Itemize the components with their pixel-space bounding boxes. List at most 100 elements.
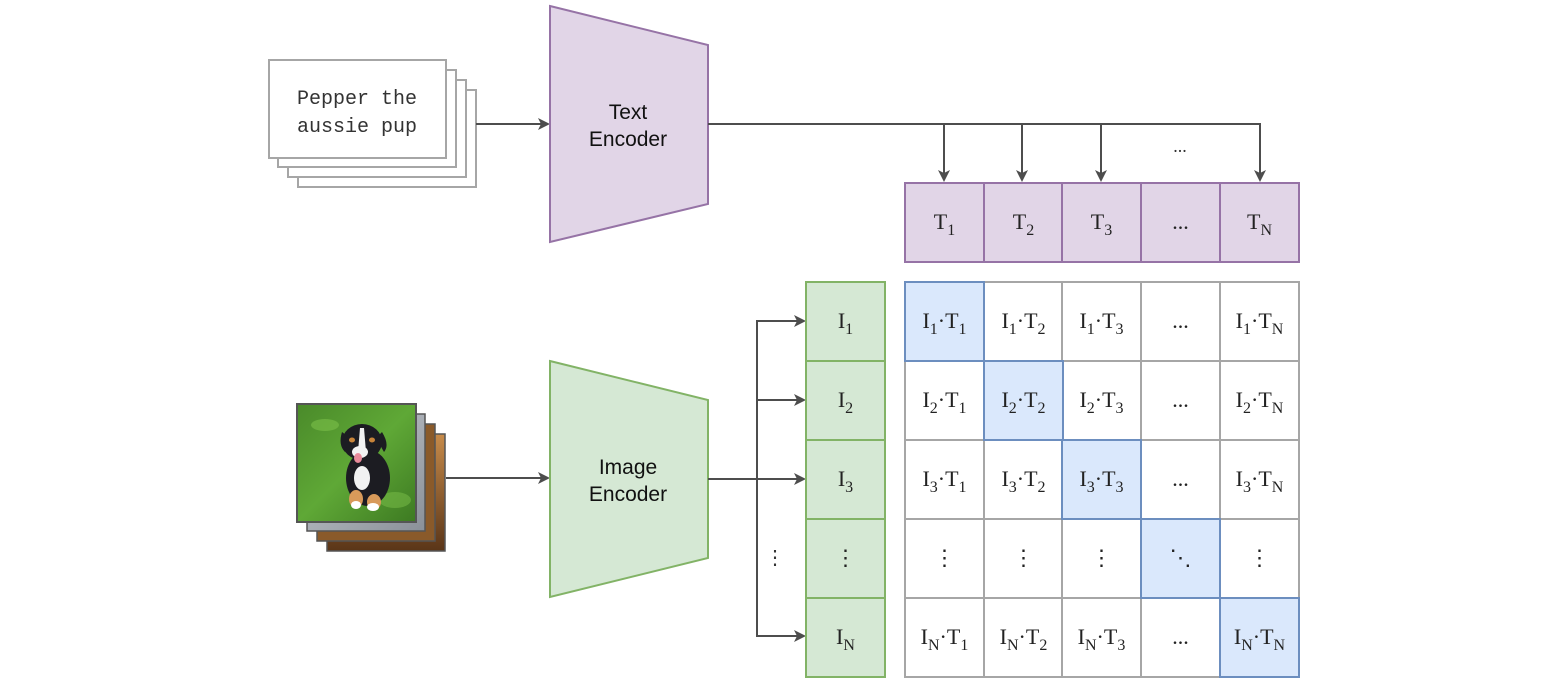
text-embedding-label: T1 (934, 209, 955, 239)
text-embedding-arrows: ... (708, 123, 1266, 182)
image-embedding-label: IN (836, 624, 855, 654)
caption-line-1: Pepper the (297, 88, 417, 111)
matrix-cell-bg (983, 360, 1064, 441)
text-embedding-cell: TN (1219, 182, 1300, 263)
text-embedding-label-base: T (1247, 209, 1261, 234)
image-embedding-label: I2 (838, 387, 853, 417)
arrow-to-TN (708, 123, 1266, 182)
matrix-cell-bg (983, 597, 1064, 678)
text-embedding-cell-bg (1061, 182, 1142, 263)
matrix-cell-label: ⋱ (1170, 545, 1192, 570)
text-embedding-label-base: T (1013, 209, 1027, 234)
image-embedding-arrows: ⋮ (708, 315, 806, 642)
matrix-cell-label: I3·TN (1236, 466, 1284, 496)
matrix-cell-label: I3·T2 (1001, 466, 1045, 496)
matrix-cell: I1·T2 (983, 281, 1064, 362)
image-encoder-label-1: Image (599, 456, 657, 479)
image-embedding-label: I3 (838, 466, 853, 496)
image-embedding-cell-bg (805, 518, 886, 599)
matrix-cell-label: ... (1172, 308, 1189, 333)
matrix-cell-bg (983, 439, 1064, 520)
matrix-cell-label: IN·T3 (1078, 624, 1126, 654)
arrow-to-IN (756, 479, 806, 642)
arrow-to-I1 (756, 315, 806, 479)
image-embedding-cell-bg (805, 597, 886, 678)
image-embedding-cell: I2 (805, 360, 886, 441)
image-encoder-shape (549, 359, 709, 599)
matrix-cell: I3·TN (1219, 439, 1300, 520)
matrix-cell-label: I1·T1 (922, 308, 966, 338)
matrix-cell-bg (1219, 281, 1300, 362)
text-caption-stack: Pepper the aussie pup (268, 59, 477, 188)
image-embedding-label-sub: 1 (845, 321, 853, 338)
matrix-cell: ⋮ (1219, 518, 1300, 599)
image-bus-ellipsis: ⋮ (765, 547, 785, 569)
matrix-cell-bg (904, 360, 985, 441)
caption-line-2: aussie pup (297, 116, 417, 139)
matrix-cell-bg (1219, 360, 1300, 441)
matrix-cell: I2·T3 (1061, 360, 1142, 441)
image-stack (296, 403, 446, 552)
matrix-cell-bg (1140, 518, 1221, 599)
matrix-cell: ... (1140, 360, 1221, 441)
image-embedding-label-base: I (836, 624, 843, 649)
image-embedding-cell: ⋮ (805, 518, 886, 599)
text-embedding-label-sub: 1 (947, 222, 955, 239)
matrix-cell: I2·T1 (904, 360, 985, 441)
text-embedding-label: ... (1172, 209, 1189, 234)
matrix-cell-label: I2·T3 (1079, 387, 1123, 417)
image-embedding-cell: I1 (805, 281, 886, 362)
matrix-cell: ⋮ (904, 518, 985, 599)
matrix-cell: ⋮ (983, 518, 1064, 599)
text-embedding-label-sub: 3 (1104, 222, 1112, 239)
text-bus-ellipsis: ... (1173, 136, 1187, 156)
text-embedding-cell: T3 (1061, 182, 1142, 263)
dog-photo (296, 403, 417, 523)
matrix-cell: ... (1140, 597, 1221, 678)
matrix-cell-bg (1140, 281, 1221, 362)
matrix-cell-label: I3·T1 (922, 466, 966, 496)
text-encoder: Text Encoder (549, 4, 709, 244)
image-embedding-label-sub: N (843, 637, 855, 654)
matrix-cell-diagonal: I1·T1 (904, 281, 985, 362)
matrix-cell-label: I2·T2 (1001, 387, 1045, 417)
image-embedding-label-base: I (838, 387, 845, 412)
matrix-cell-label: I2·TN (1236, 387, 1284, 417)
image-embedding-cell: IN (805, 597, 886, 678)
matrix-cell-label: IN·T2 (1000, 624, 1048, 654)
matrix-cell-bg (1061, 360, 1142, 441)
text-embedding-cell: T1 (904, 182, 985, 263)
matrix-cell-bg (983, 281, 1064, 362)
matrix-cell-bg (1140, 360, 1221, 441)
text-embedding-label: TN (1247, 209, 1272, 239)
text-encoder-shape (549, 4, 709, 244)
text-embedding-label-base: T (1091, 209, 1105, 234)
matrix-cell: I2·TN (1219, 360, 1300, 441)
matrix-cell-label: ⋮ (1013, 545, 1035, 570)
matrix-cell-diagonal: I2·T2 (983, 360, 1064, 441)
matrix-cell-label: I2·T1 (922, 387, 966, 417)
matrix-cell: I3·T1 (904, 439, 985, 520)
matrix-cell-bg (1061, 439, 1142, 520)
image-embedding-label-sub: 3 (845, 479, 853, 496)
text-embedding-cell-bg (904, 182, 985, 263)
matrix-cell-bg (1219, 439, 1300, 520)
matrix-cell-diagonal: IN·TN (1219, 597, 1300, 678)
matrix-cell-bg (1219, 597, 1300, 678)
matrix-cell-label: I1·T3 (1079, 308, 1123, 338)
text-embedding-label-base: T (934, 209, 948, 234)
text-embedding-cell-bg (1219, 182, 1300, 263)
matrix-cell: IN·T2 (983, 597, 1064, 678)
text-embedding-cell: T2 (983, 182, 1064, 263)
text-embedding-cell: ... (1140, 182, 1221, 263)
matrix-cell-label: ... (1172, 466, 1189, 491)
text-embedding-cell-bg (983, 182, 1064, 263)
image-embedding-label-sub: 2 (845, 400, 853, 417)
image-embedding-label: ⋮ (835, 545, 857, 570)
matrix-cell-bg (1061, 281, 1142, 362)
image-embedding-label: I1 (838, 308, 853, 338)
matrix-cell-bg (1140, 597, 1221, 678)
